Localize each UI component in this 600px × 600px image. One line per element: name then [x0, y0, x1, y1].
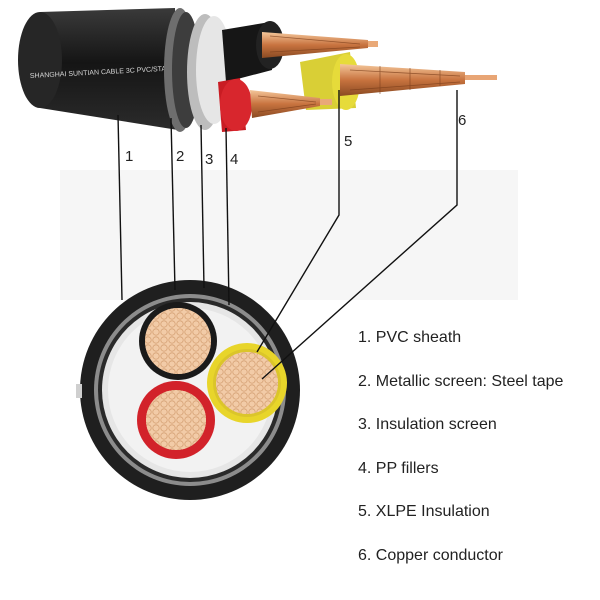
- leader-4: [225, 127, 230, 306]
- cross-core-red: [137, 381, 215, 459]
- legend-item-pvc-sheath: 1. PVC sheath: [358, 329, 462, 346]
- leader-6: [261, 90, 458, 380]
- cross-core-yellow: [207, 343, 287, 423]
- callout-6: 6: [458, 112, 466, 129]
- leader-lines: [117, 90, 458, 380]
- legend-item-copper-conductor: 6. Copper conductor: [358, 546, 503, 564]
- cross-core-black: [139, 302, 217, 380]
- leader-3: [200, 124, 205, 289]
- leader-2: [170, 117, 176, 291]
- outer-sheath: [29, 8, 178, 130]
- cross-section-backdrop: [60, 170, 518, 300]
- cable-3d-view: SHANGHAI SUNTIAN CABLE 3C PVC/STA/PVC 3C: [18, 8, 497, 132]
- leader-5: [256, 90, 340, 353]
- legend-item-pp-fillers: 4. PP fillers: [358, 459, 439, 477]
- callout-3: 3: [205, 151, 213, 168]
- callout-numbers: 1 2 3 4 5 6: [125, 112, 466, 168]
- sheath-end-cap: [18, 12, 62, 108]
- callout-2: 2: [176, 148, 184, 165]
- copper-strands-3d: [250, 32, 497, 118]
- legend-item-metallic-screen: 2. Metallic screen: Steel tape: [358, 372, 564, 390]
- callout-1: 1: [125, 148, 133, 165]
- leader-1: [117, 114, 123, 301]
- legend: 1. PVC sheath 2. Metallic screen: Steel …: [358, 327, 563, 588]
- legend-item-insulation-screen: 3. Insulation screen: [358, 416, 497, 433]
- legend-item-xlpe-insulation: 5. XLPE Insulation: [358, 503, 490, 520]
- cable-cross-section: [76, 280, 300, 500]
- callout-5: 5: [344, 133, 352, 150]
- callout-4: 4: [230, 151, 238, 168]
